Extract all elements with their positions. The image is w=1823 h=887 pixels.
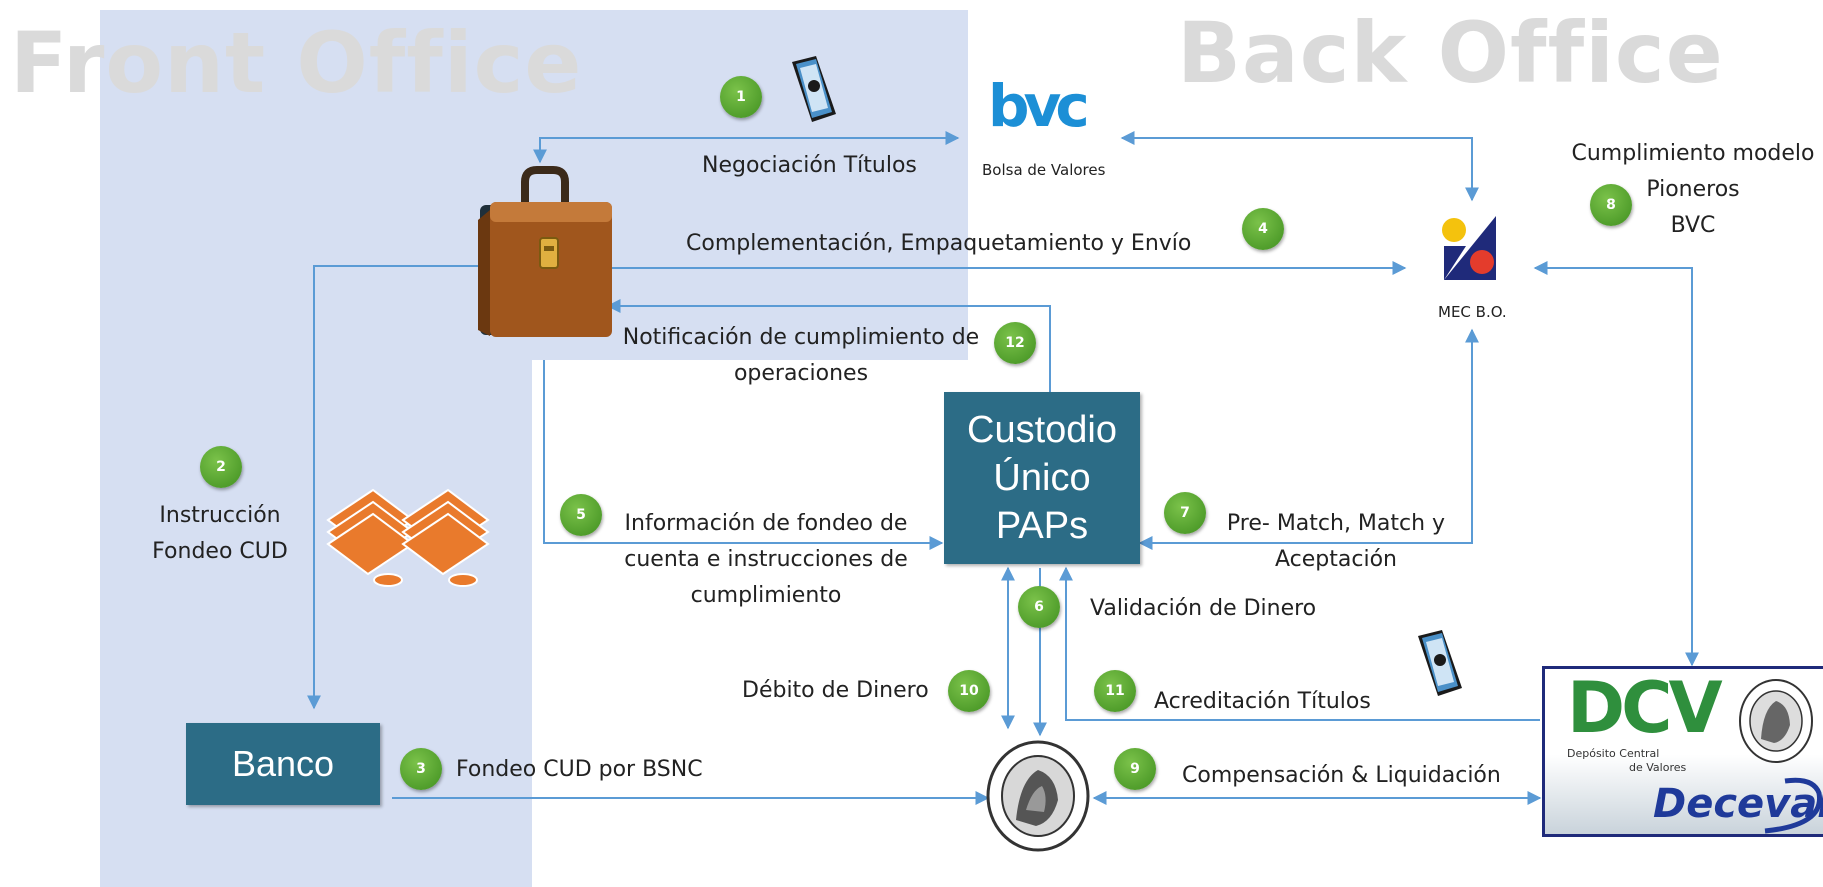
dcv-deceval-logo: DCV Depósito Central de Valores Deceval bbox=[1542, 666, 1823, 837]
arrow-informacion bbox=[543, 360, 944, 550]
label-compensacion: Compensación & Liquidación bbox=[1182, 763, 1501, 788]
label-informacion-l1: Información de fondeo de bbox=[624, 511, 908, 536]
label-instruccion: Instrucción Fondeo CUD bbox=[130, 498, 310, 570]
mec-caption: MEC B.O. bbox=[1438, 303, 1507, 321]
banco-box: Banco bbox=[186, 723, 380, 805]
label-prematch: Pre- Match, Match y Aceptación bbox=[1216, 506, 1456, 578]
bvc-logo: bvc bbox=[988, 76, 1098, 136]
label-informacion-l3: cumplimiento bbox=[690, 583, 842, 608]
label-notificacion: Notificación de cumplimiento de operacio… bbox=[618, 320, 984, 392]
step-badge-8: 8 bbox=[1590, 184, 1632, 226]
step-badge-1: 1 bbox=[720, 76, 762, 118]
dcv-logo-text: DCV bbox=[1567, 667, 1723, 749]
step-badge-4: 4 bbox=[1242, 208, 1284, 250]
banco-republica-seal bbox=[986, 740, 1090, 852]
bvc-caption: Bolsa de Valores bbox=[982, 161, 1106, 179]
step-badge-11: 11 bbox=[1094, 670, 1136, 712]
step-badge-10: 10 bbox=[948, 670, 990, 712]
deceval-swoosh-icon bbox=[1764, 777, 1823, 834]
custodio-line2: Único bbox=[993, 457, 1091, 499]
step-badge-6: 6 bbox=[1018, 586, 1060, 628]
arrow-acreditacion bbox=[1059, 566, 1540, 721]
arrow-prematch bbox=[1138, 328, 1479, 550]
label-instruccion-l1: Instrucción bbox=[159, 503, 281, 528]
label-notificacion-l2: operaciones bbox=[733, 361, 869, 386]
arrow-notificacion bbox=[606, 299, 1051, 395]
certificate-icon-2 bbox=[1418, 630, 1462, 696]
dcv-seal-icon bbox=[1739, 679, 1813, 763]
banco-label: Banco bbox=[231, 743, 335, 784]
label-debito: Débito de Dinero bbox=[742, 678, 929, 703]
custodio-line3: PAPs bbox=[995, 505, 1089, 547]
dcv-caption2: de Valores bbox=[1629, 761, 1687, 774]
label-complementacion: Complementación, Empaquetamiento y Envío bbox=[686, 231, 1192, 256]
label-cumplimiento-modelo: Cumplimiento modelo Pioneros BVC bbox=[1568, 136, 1818, 244]
arrow-cumplimiento-modelo bbox=[1533, 261, 1699, 667]
label-instruccion-l2: Fondeo CUD bbox=[152, 539, 288, 564]
front-office-title: Front Office bbox=[10, 14, 583, 112]
label-fondeo-cud: Fondeo CUD por BSNC bbox=[456, 757, 703, 782]
step-badge-2: 2 bbox=[200, 446, 242, 488]
step-badge-12: 12 bbox=[994, 322, 1036, 364]
label-negociacion: Negociación Títulos bbox=[702, 153, 917, 178]
dcv-caption1: Depósito Central bbox=[1567, 747, 1660, 760]
label-cumplimiento-l2: Pioneros bbox=[1646, 177, 1740, 202]
back-office-title: Back Office bbox=[1177, 4, 1724, 102]
bvc-logo-text: bvc bbox=[988, 72, 1090, 140]
label-cumplimiento-l3: BVC bbox=[1670, 213, 1716, 238]
deceval-logo-text: Deceval bbox=[1653, 781, 1823, 827]
step-badge-5: 5 bbox=[560, 494, 602, 536]
label-validacion: Validación de Dinero bbox=[1090, 596, 1317, 621]
label-prematch-l1: Pre- Match, Match y bbox=[1226, 511, 1446, 536]
label-notificacion-l1: Notificación de cumplimiento de bbox=[622, 325, 980, 350]
custodio-line1: Custodio bbox=[967, 409, 1117, 451]
label-cumplimiento-l1: Cumplimiento modelo bbox=[1571, 141, 1815, 166]
label-acreditacion: Acreditación Títulos bbox=[1154, 689, 1371, 714]
step-badge-7: 7 bbox=[1164, 492, 1206, 534]
step-badge-9: 9 bbox=[1114, 748, 1156, 790]
arrow-bvc-mec bbox=[1120, 131, 1479, 202]
label-informacion-l2: cuenta e instrucciones de bbox=[624, 547, 908, 572]
arrow-negociacion bbox=[533, 131, 960, 164]
step-badge-3: 3 bbox=[400, 748, 442, 790]
certificate-icon bbox=[792, 56, 836, 122]
label-informacion-fondeo: Información de fondeo de cuenta e instru… bbox=[616, 506, 916, 614]
label-prematch-l2: Aceptación bbox=[1275, 547, 1397, 572]
money-stack-icon bbox=[326, 488, 490, 587]
mec-logo bbox=[1442, 216, 1496, 280]
custodio-unico-box: Custodio Único PAPs bbox=[944, 392, 1140, 564]
briefcase-icon bbox=[478, 166, 612, 337]
arrow-instruccion bbox=[307, 265, 478, 710]
